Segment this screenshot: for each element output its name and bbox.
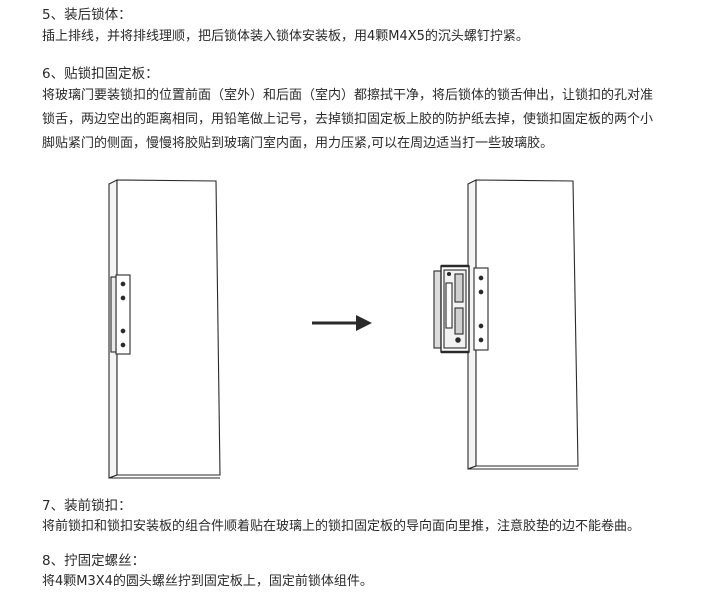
strike-plate xyxy=(473,267,489,351)
strike-plate xyxy=(110,274,131,355)
section-6-heading: 6、贴锁扣固定板： xyxy=(42,66,159,82)
door-with-lock-and-strike xyxy=(433,179,579,470)
section-5-heading: 5、装后锁体： xyxy=(42,7,132,23)
section-8-line-1: 将4颗M3X4的圆头螺丝拧到固定板上，固定前锁体组件。 xyxy=(42,574,373,589)
lock-body xyxy=(433,264,470,354)
section-6-line-3: 脚贴紧门的侧面，慢慢将胶贴到玻璃门室内面，用力压紧,可以在周边适当打一些玻璃胶。 xyxy=(42,136,554,151)
section-6-line-1: 将玻璃门要装锁扣的位置前面（室外）和后面（室内）都擦拭干净，将后锁体的锁舌伸出，… xyxy=(42,88,654,103)
arrow-right-icon xyxy=(312,315,372,331)
section-5-line-1: 插上排线，并将排线理顺，把后锁体装入锁体安装板，用4颗M4X5的沉头螺钉拧紧。 xyxy=(42,29,529,44)
section-8-heading: 8、拧固定螺丝： xyxy=(42,553,146,569)
section-7-line-1: 将前锁扣和锁扣安装板的组合件顺着贴在玻璃上的锁扣固定板的导向面向里推，注意胶垫的… xyxy=(42,519,641,534)
door-with-strike-plate xyxy=(108,179,221,479)
section-6-line-2: 锁舌，两边空出的距离相同，用铅笔做上记号，去掉锁扣固定板上胶的防护纸去掉，使锁扣… xyxy=(42,112,654,127)
section-7-heading: 7、装前锁扣： xyxy=(42,498,132,514)
